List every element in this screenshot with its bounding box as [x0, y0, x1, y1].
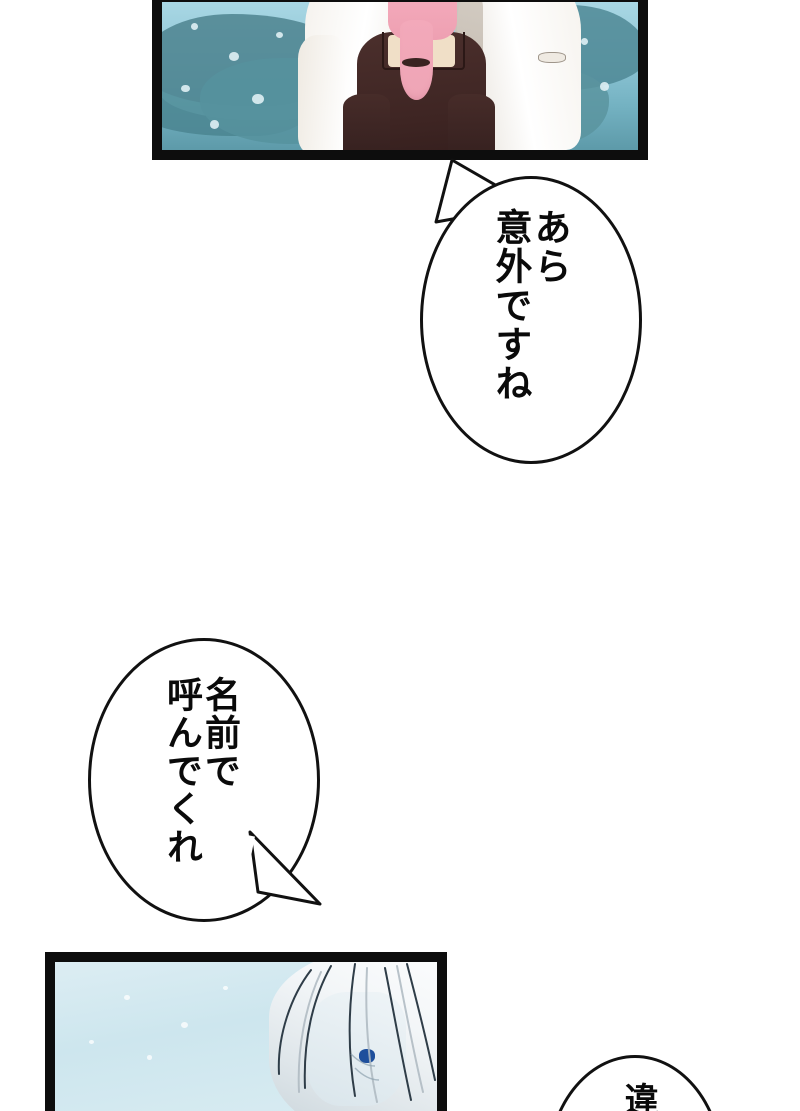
sparkle [89, 1040, 94, 1044]
sparkle [146, 1055, 153, 1060]
figure-left-sleeve [297, 34, 346, 150]
speech-line: 意外ですね [489, 208, 532, 403]
braid-tie [401, 58, 431, 68]
petal [190, 22, 199, 31]
sparkle [181, 1022, 188, 1028]
speech-line: 名前で [199, 676, 240, 790]
panel-top-artwork [162, 2, 638, 150]
figure-center-arm-right [447, 93, 496, 150]
comic-panel-bottom [45, 952, 447, 1111]
speech-bubble-ara-igai-text: あら 意外ですね [470, 208, 590, 438]
figure-face [307, 992, 407, 1106]
petal [252, 93, 264, 105]
petal [228, 52, 240, 62]
speech-bubble-namae-de-yonde-kure-text: 名前で 呼んでくれ [140, 676, 260, 896]
petal [580, 37, 589, 45]
speech-bubble-tail-down-right [232, 826, 342, 936]
sparkle [223, 986, 228, 991]
comic-panel-top [152, 0, 648, 160]
speech-bubble-chigau-text: 違 [608, 1082, 668, 1111]
speech-line: 違 [618, 1082, 658, 1111]
petal [209, 120, 220, 130]
sparkle [123, 995, 130, 1001]
petal [181, 84, 190, 93]
speech-bubble-ara-igai [420, 176, 642, 464]
hair-strand-lines [277, 963, 436, 1103]
speech-line: 呼んでくれ [161, 676, 202, 866]
coat-button [538, 52, 567, 64]
panel-bottom-artwork [55, 962, 437, 1111]
petal [276, 31, 283, 38]
petal [599, 81, 610, 91]
speech-line: あら [528, 208, 571, 286]
figure-center-arm-left [342, 93, 391, 150]
